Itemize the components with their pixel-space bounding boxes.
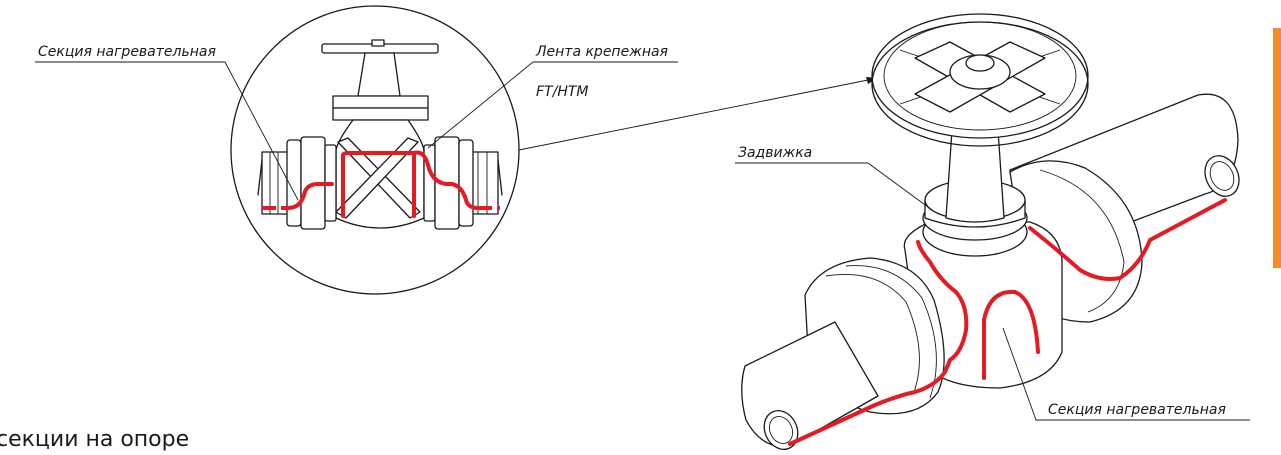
detail-fixing-tape-label: Лента крепежная bbox=[535, 44, 668, 60]
bonnet bbox=[357, 52, 401, 97]
valve-heating-cable bbox=[788, 198, 1227, 446]
bonnet-flange-top bbox=[332, 95, 429, 109]
detail-heating-leader bbox=[35, 61, 299, 201]
valve-isometric bbox=[741, 13, 1240, 450]
detail-fixing-tape-model: FT/HTM bbox=[536, 84, 588, 100]
fixing-tape bbox=[335, 137, 421, 219]
detail-tape-leader bbox=[427, 61, 678, 149]
valve-name-label: Задвижка bbox=[738, 145, 812, 161]
section-heading: секции на опоре bbox=[0, 427, 189, 452]
detail-heating-section-label: Секция нагревательная bbox=[38, 44, 216, 60]
valve-leader bbox=[735, 162, 933, 211]
detail-heating-cable bbox=[262, 150, 500, 218]
bonnet-flange-bottom bbox=[332, 107, 429, 121]
stem-top bbox=[371, 39, 385, 47]
left-pipe-end bbox=[763, 410, 799, 450]
detail-view bbox=[230, 5, 520, 295]
valve-heating-section-label: Секция нагревательная bbox=[1048, 402, 1226, 418]
detail-leader bbox=[518, 77, 879, 151]
valve-heating-leader bbox=[1002, 327, 1250, 421]
right-flange-outer bbox=[458, 139, 474, 227]
page-tab-marker bbox=[1273, 28, 1281, 268]
stem-housing-iso bbox=[945, 129, 1005, 223]
right-pipe-end bbox=[1204, 155, 1240, 197]
